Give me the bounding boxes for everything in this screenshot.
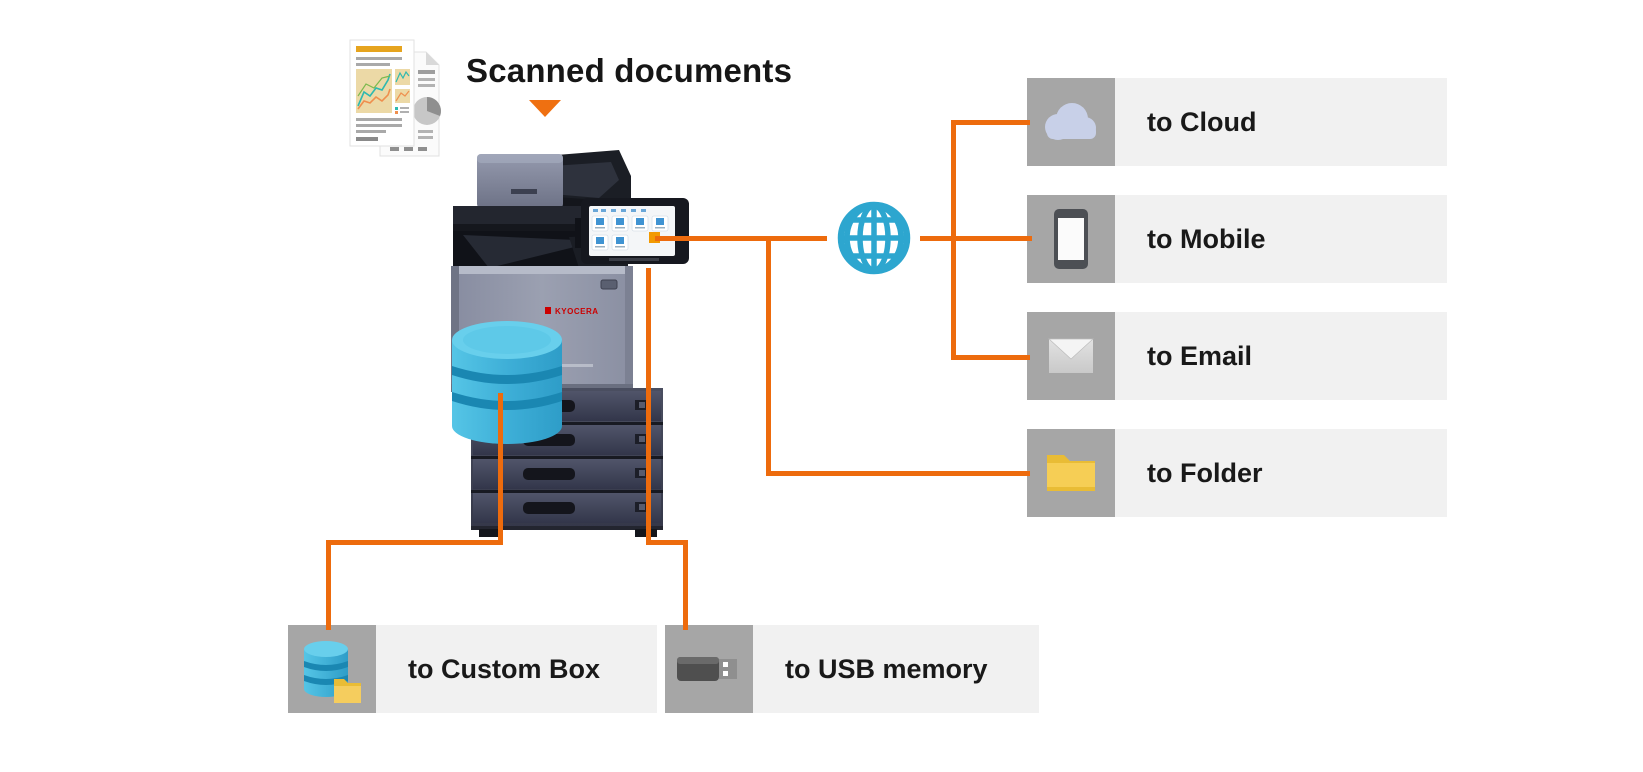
down-arrow-icon bbox=[529, 100, 561, 117]
connector-line-usb-vertical bbox=[646, 268, 651, 545]
connector-line-to-folder bbox=[766, 471, 1030, 476]
destination-row-usb: to USB memory bbox=[665, 625, 1039, 713]
internet-globe-icon bbox=[837, 201, 911, 275]
connector-line-network-branch bbox=[951, 120, 956, 360]
smartphone-icon bbox=[1027, 195, 1115, 283]
adf-cover bbox=[477, 154, 563, 208]
usb-drive-icon bbox=[665, 625, 753, 713]
connector-line-panel-to-globe bbox=[655, 236, 827, 241]
connector-line-custombox-horizontal bbox=[326, 540, 503, 545]
panel-connector-node bbox=[649, 232, 660, 243]
database-cylinder-icon bbox=[452, 321, 562, 444]
connector-line-custombox-vertical bbox=[498, 393, 503, 545]
destination-label: to Custom Box bbox=[408, 653, 600, 684]
custom-box-icon bbox=[288, 625, 376, 713]
destination-row-cloud: to Cloud bbox=[1027, 78, 1447, 166]
destination-label: to Folder bbox=[1147, 457, 1263, 488]
connector-line-to-usb bbox=[683, 540, 688, 630]
envelope-icon bbox=[1027, 312, 1115, 400]
app-tiles bbox=[591, 215, 669, 251]
diagram-title: Scanned documents bbox=[466, 52, 793, 89]
destination-row-custom-box: to Custom Box bbox=[288, 625, 657, 713]
scanned-documents-icon bbox=[349, 39, 441, 157]
connector-line-globe-to-mobile bbox=[920, 236, 1032, 241]
destination-label: to Email bbox=[1147, 340, 1253, 371]
connector-line-folder-branch bbox=[766, 236, 771, 476]
brand-logo-text: KYOCERA bbox=[555, 307, 599, 316]
destination-label: to USB memory bbox=[785, 653, 988, 684]
destination-row-mobile: to Mobile bbox=[1027, 195, 1447, 283]
touch-panel bbox=[575, 198, 689, 264]
destination-label: to Mobile bbox=[1147, 223, 1266, 254]
connector-line-to-custombox bbox=[326, 540, 331, 630]
connector-line-to-email bbox=[951, 355, 1030, 360]
destination-row-folder: to Folder bbox=[1027, 429, 1447, 517]
brand-logo-mark bbox=[545, 307, 551, 314]
connector-line-to-cloud bbox=[951, 120, 1030, 125]
folder-icon bbox=[1027, 429, 1115, 517]
destination-row-email: to Email bbox=[1027, 312, 1447, 400]
cloud-icon bbox=[1027, 78, 1115, 166]
connector-line-usb-horizontal bbox=[646, 540, 688, 545]
destination-label: to Cloud bbox=[1147, 106, 1257, 137]
